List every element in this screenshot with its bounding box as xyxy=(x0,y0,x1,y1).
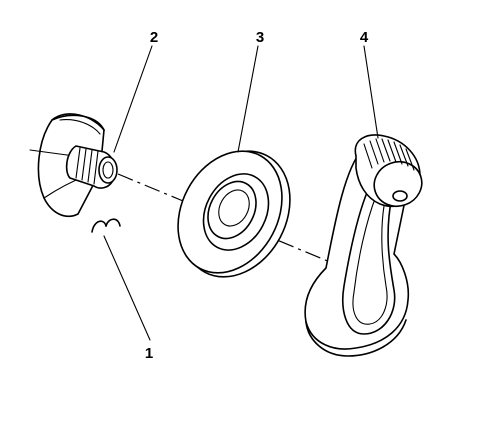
leader-line-3 xyxy=(237,45,259,153)
leader-line-2 xyxy=(113,45,153,153)
leader-lines xyxy=(103,45,379,341)
callout-label-4: 4 xyxy=(360,29,369,46)
window-crank-handle xyxy=(304,134,423,357)
regulator-shaft xyxy=(65,145,118,189)
leader-line-1 xyxy=(103,235,151,341)
callout-label-1: 1 xyxy=(145,345,153,362)
bezel xyxy=(177,150,291,278)
retaining-clip xyxy=(91,218,121,233)
callout-label-2: 2 xyxy=(150,29,158,46)
leader-line-4 xyxy=(363,45,379,139)
assembly-centerline xyxy=(117,173,331,263)
callout-label-3: 3 xyxy=(256,29,264,46)
